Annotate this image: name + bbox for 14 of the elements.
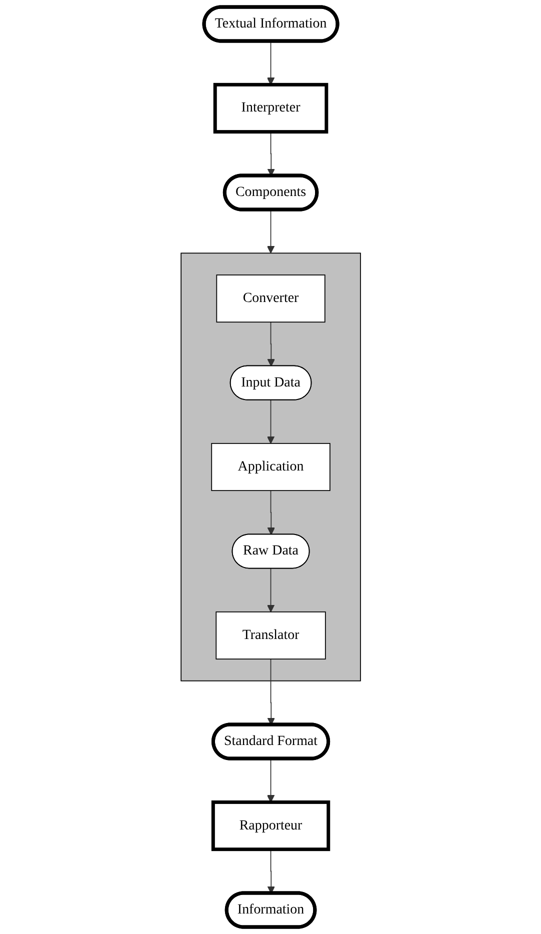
arrow [266, 758, 274, 803]
cluster [180, 252, 361, 682]
arrow [266, 209, 274, 254]
node-box: Rapporteur [211, 800, 330, 852]
arrow [266, 568, 274, 612]
arrow [266, 41, 274, 86]
node-box: Interpreter [213, 82, 328, 134]
node-box: Translator [215, 611, 326, 660]
arrow [267, 322, 275, 367]
arrow [267, 658, 275, 726]
node-box: Application [210, 443, 330, 491]
node-box: Converter [216, 274, 326, 323]
arrow [266, 400, 274, 444]
arrow [267, 490, 275, 535]
